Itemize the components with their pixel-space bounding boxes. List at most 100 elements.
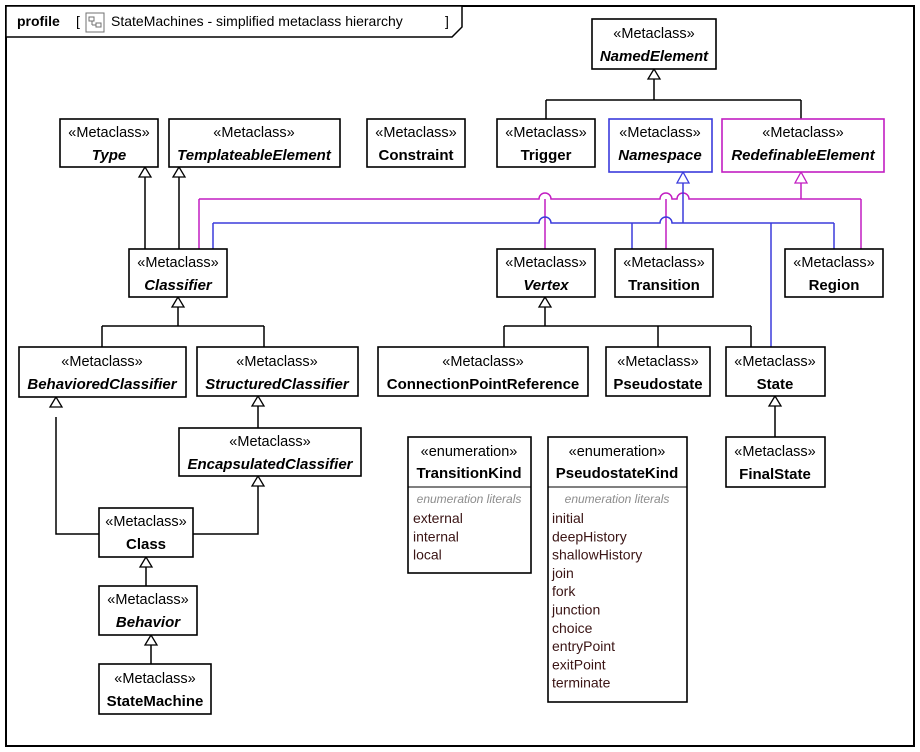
enum-literal: entryPoint [552,638,615,654]
enum-literal: terminate [552,675,611,691]
literal-list: external internal local [413,510,463,563]
class-state[interactable]: «Metaclass» State [725,346,826,397]
arrowhead-state [767,394,783,407]
generalizations-namespace [212,183,835,347]
class-name: StructuredClassifier [205,376,350,393]
arrowhead-encapsulatedclassifier [250,474,266,487]
arrowhead-behavioredclassifier [48,395,64,408]
class-name: Constraint [379,147,454,164]
frame-bracket-open: [ [76,13,80,29]
stereotype-label: «Metaclass» [114,671,195,687]
generalizations-black [55,79,802,664]
stereotype-label: «Metaclass» [734,354,815,370]
class-type[interactable]: «Metaclass» Type [59,118,159,168]
arrowhead-templateable [171,165,187,178]
class-name: NamedElement [600,48,709,65]
stereotype-label: «Metaclass» [107,592,188,608]
diagram-icon [85,12,105,33]
class-classifier[interactable]: «Metaclass» Classifier [128,248,228,298]
class-name: Type [92,147,126,164]
stereotype-label: «enumeration» [569,444,666,460]
literals-section-title: enumeration literals [417,492,522,506]
class-trigger[interactable]: «Metaclass» Trigger [496,118,596,168]
literal-list: initialdeepHistoryshallowHistoryjoinfork… [551,510,642,691]
arrowhead-type [137,165,153,178]
enum-name: PseudostateKind [556,465,679,482]
enum-literal: exitPoint [552,656,606,672]
class-class[interactable]: «Metaclass» Class [98,507,194,558]
class-redefinable-element[interactable]: «Metaclass» RedefinableElement [721,118,885,173]
stereotype-label: «Metaclass» [505,255,586,271]
class-named-element[interactable]: «Metaclass» NamedElement [591,18,717,70]
frame-keyword: profile [17,13,60,29]
enum-literal: shallowHistory [552,547,642,563]
arrowhead-class [138,555,154,568]
class-name: EncapsulatedClassifier [187,456,353,473]
enum-transition-kind[interactable]: «enumeration» TransitionKind enumeration… [407,436,532,574]
edge-class-to-encapsulated [193,486,259,535]
class-name: TemplateableElement [177,147,332,164]
literals-section-title: enumeration literals [565,492,670,506]
class-region[interactable]: «Metaclass» Region [784,248,884,298]
stereotype-label: «Metaclass» [229,434,310,450]
stereotype-label: «Metaclass» [137,255,218,271]
enum-name: TransitionKind [417,465,522,482]
class-name: Class [126,536,166,553]
class-name: RedefinableElement [731,147,875,164]
generalizations-redefinable [198,183,862,249]
class-name: Pseudostate [613,376,702,393]
class-name: Trigger [521,147,572,164]
stereotype-label: «Metaclass» [762,125,843,141]
arrowhead-namedelement [646,67,662,80]
class-final-state[interactable]: «Metaclass» FinalState [725,436,826,488]
edge-behaviored-structured-to-classifier [101,307,265,347]
class-state-machine[interactable]: «Metaclass» StateMachine [98,663,212,715]
edge-trigger-namespace-redefinable-to-namedelement [545,79,802,119]
stereotype-label: «Metaclass» [68,125,149,141]
class-name: Behavior [116,614,181,631]
arrowhead-vertex [537,295,553,308]
frame-bracket-close: ] [445,13,449,29]
frame-header-tab [5,5,463,38]
class-name: Transition [628,277,700,294]
class-namespace[interactable]: «Metaclass» Namespace [608,118,713,173]
class-behaviored-classifier[interactable]: «Metaclass» BehavioredClassifier [18,346,187,398]
class-name: State [757,376,794,393]
class-pseudostate[interactable]: «Metaclass» Pseudostate [605,346,711,397]
enum-literal: junction [551,602,600,618]
enum-pseudostate-kind[interactable]: «enumeration» PseudostateKind enumeratio… [547,436,688,703]
arrowhead-structuredclassifier [250,394,266,407]
edge-to-namespace [212,183,835,347]
stereotype-label: «Metaclass» [213,125,294,141]
class-name: Namespace [618,147,701,164]
edge-cpr-pseudostate-state-to-vertex [503,307,752,347]
class-encapsulated-classifier[interactable]: «Metaclass» EncapsulatedClassifier [178,427,362,477]
enum-literal: initial [552,510,584,526]
enum-literal: external [413,510,463,526]
stereotype-label: «Metaclass» [617,354,698,370]
enum-literal: fork [552,583,576,599]
class-name: Region [809,277,860,294]
stereotype-label: «enumeration» [421,444,518,460]
class-name: FinalState [739,466,811,483]
stereotype-label: «Metaclass» [613,26,694,42]
class-behavior[interactable]: «Metaclass» Behavior [98,585,198,636]
class-connection-point-reference[interactable]: «Metaclass» ConnectionPointReference [377,346,589,397]
arrowhead-redefinable [793,170,809,184]
arrowhead-behavior [143,633,159,646]
stereotype-label: «Metaclass» [623,255,704,271]
enum-literal: internal [413,528,459,544]
stereotype-label: «Metaclass» [375,125,456,141]
class-name: Classifier [144,277,213,294]
class-structured-classifier[interactable]: «Metaclass» StructuredClassifier [196,346,359,397]
class-templateable-element[interactable]: «Metaclass» TemplateableElement [168,118,341,168]
class-constraint[interactable]: «Metaclass» Constraint [366,118,466,168]
edge-class-to-behavioredclassifier [55,417,99,535]
class-vertex[interactable]: «Metaclass» Vertex [496,248,596,298]
enum-literal: local [413,547,442,563]
edge-to-redefinableelement [198,183,862,249]
stereotype-label: «Metaclass» [105,514,186,530]
class-name: StateMachine [107,693,204,710]
class-transition[interactable]: «Metaclass» Transition [614,248,714,298]
